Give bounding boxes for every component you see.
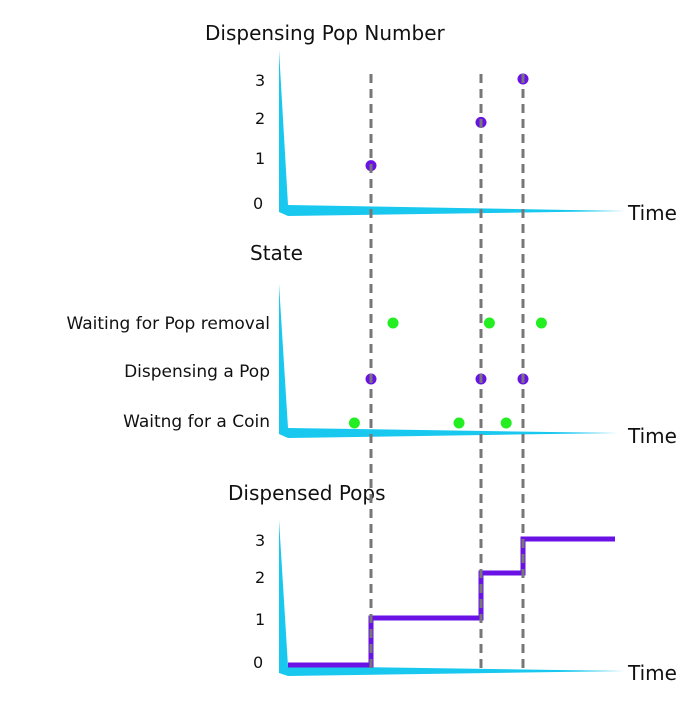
panel-3-y-tick-1: 1 bbox=[255, 610, 265, 629]
panel-3-axes bbox=[279, 520, 625, 676]
state-point-green bbox=[500, 417, 512, 429]
panel-1-y-tick-2: 2 bbox=[255, 109, 265, 128]
panel-3-y-tick-3: 3 bbox=[255, 531, 265, 550]
panel-1-axes bbox=[279, 50, 625, 216]
panel-3-title: Dispensed Pops bbox=[228, 481, 386, 505]
panel-3-x-label: Time bbox=[627, 661, 677, 685]
dispensed-pops-line bbox=[288, 536, 615, 668]
panel-2-points bbox=[348, 317, 547, 429]
state-point-green bbox=[387, 317, 399, 329]
panel-2-axes bbox=[279, 284, 618, 438]
panel-2-title: State bbox=[250, 241, 303, 265]
panel-3-y-tick-2: 2 bbox=[255, 568, 265, 587]
panel-1-y-tick-3: 3 bbox=[255, 71, 265, 90]
panel-2-state-coin: Waitng for a Coin bbox=[123, 412, 270, 432]
state-point-green bbox=[483, 317, 495, 329]
panel-3-step-series bbox=[288, 536, 615, 668]
panel-1-y-tick-0: 0 bbox=[253, 194, 263, 213]
state-point-green bbox=[348, 417, 360, 429]
panel-3-y-tick-0: 0 bbox=[253, 653, 263, 672]
panel-1-y-tick-1: 1 bbox=[255, 149, 265, 168]
panel-1-title: Dispensing Pop Number bbox=[205, 21, 446, 45]
state-point-green bbox=[535, 317, 547, 329]
panel-2-state-pop-removal: Waiting for Pop removal bbox=[67, 314, 270, 334]
panel-1-x-label: Time bbox=[627, 201, 677, 225]
panel-1-points bbox=[365, 73, 529, 172]
panel-2-state-dispensing: Dispensing a Pop bbox=[124, 362, 270, 382]
state-point-green bbox=[453, 417, 465, 429]
panel-2-x-label: Time bbox=[627, 424, 677, 448]
event-guides bbox=[369, 74, 525, 668]
